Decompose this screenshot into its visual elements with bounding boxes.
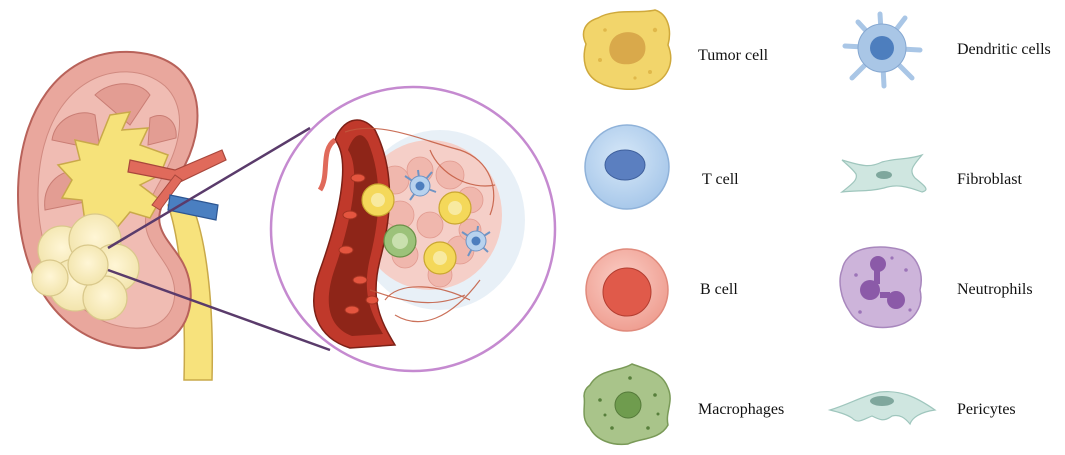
dendritic-cell-icon [842, 11, 923, 89]
legend-label-pericytes: Pericytes [957, 401, 1016, 418]
renal-pelvis [56, 111, 169, 232]
renal-artery [127, 149, 227, 183]
pointer-line-bottom [107, 268, 331, 352]
legend-label-dendritic-cells: Dendritic cells [957, 41, 1051, 58]
legend-label-t-cell: T cell [702, 171, 739, 188]
renal-vein [167, 194, 219, 221]
pericyte-icon [827, 391, 937, 426]
magnified-tumor-microenvironment [269, 85, 557, 373]
legend-label-tumor-cell: Tumor cell [698, 47, 769, 64]
t-cell-icon [584, 124, 670, 210]
legend-label-neutrophils: Neutrophils [957, 281, 1033, 298]
pointer-line-top [107, 126, 311, 250]
kidney [16, 50, 331, 381]
b-cell-icon [585, 248, 669, 332]
tme-tumor-cells [361, 183, 472, 275]
fibroblast-icon [839, 153, 927, 193]
legend-label-fibroblast: Fibroblast [957, 171, 1022, 188]
macrophage-icon [583, 363, 671, 446]
legend-label-macrophages: Macrophages [698, 401, 785, 418]
kidney-tumor [31, 213, 140, 321]
neutrophil-icon [839, 246, 922, 329]
tumor-cell-icon [582, 9, 672, 90]
legend-label-b-cell: B cell [700, 281, 738, 298]
